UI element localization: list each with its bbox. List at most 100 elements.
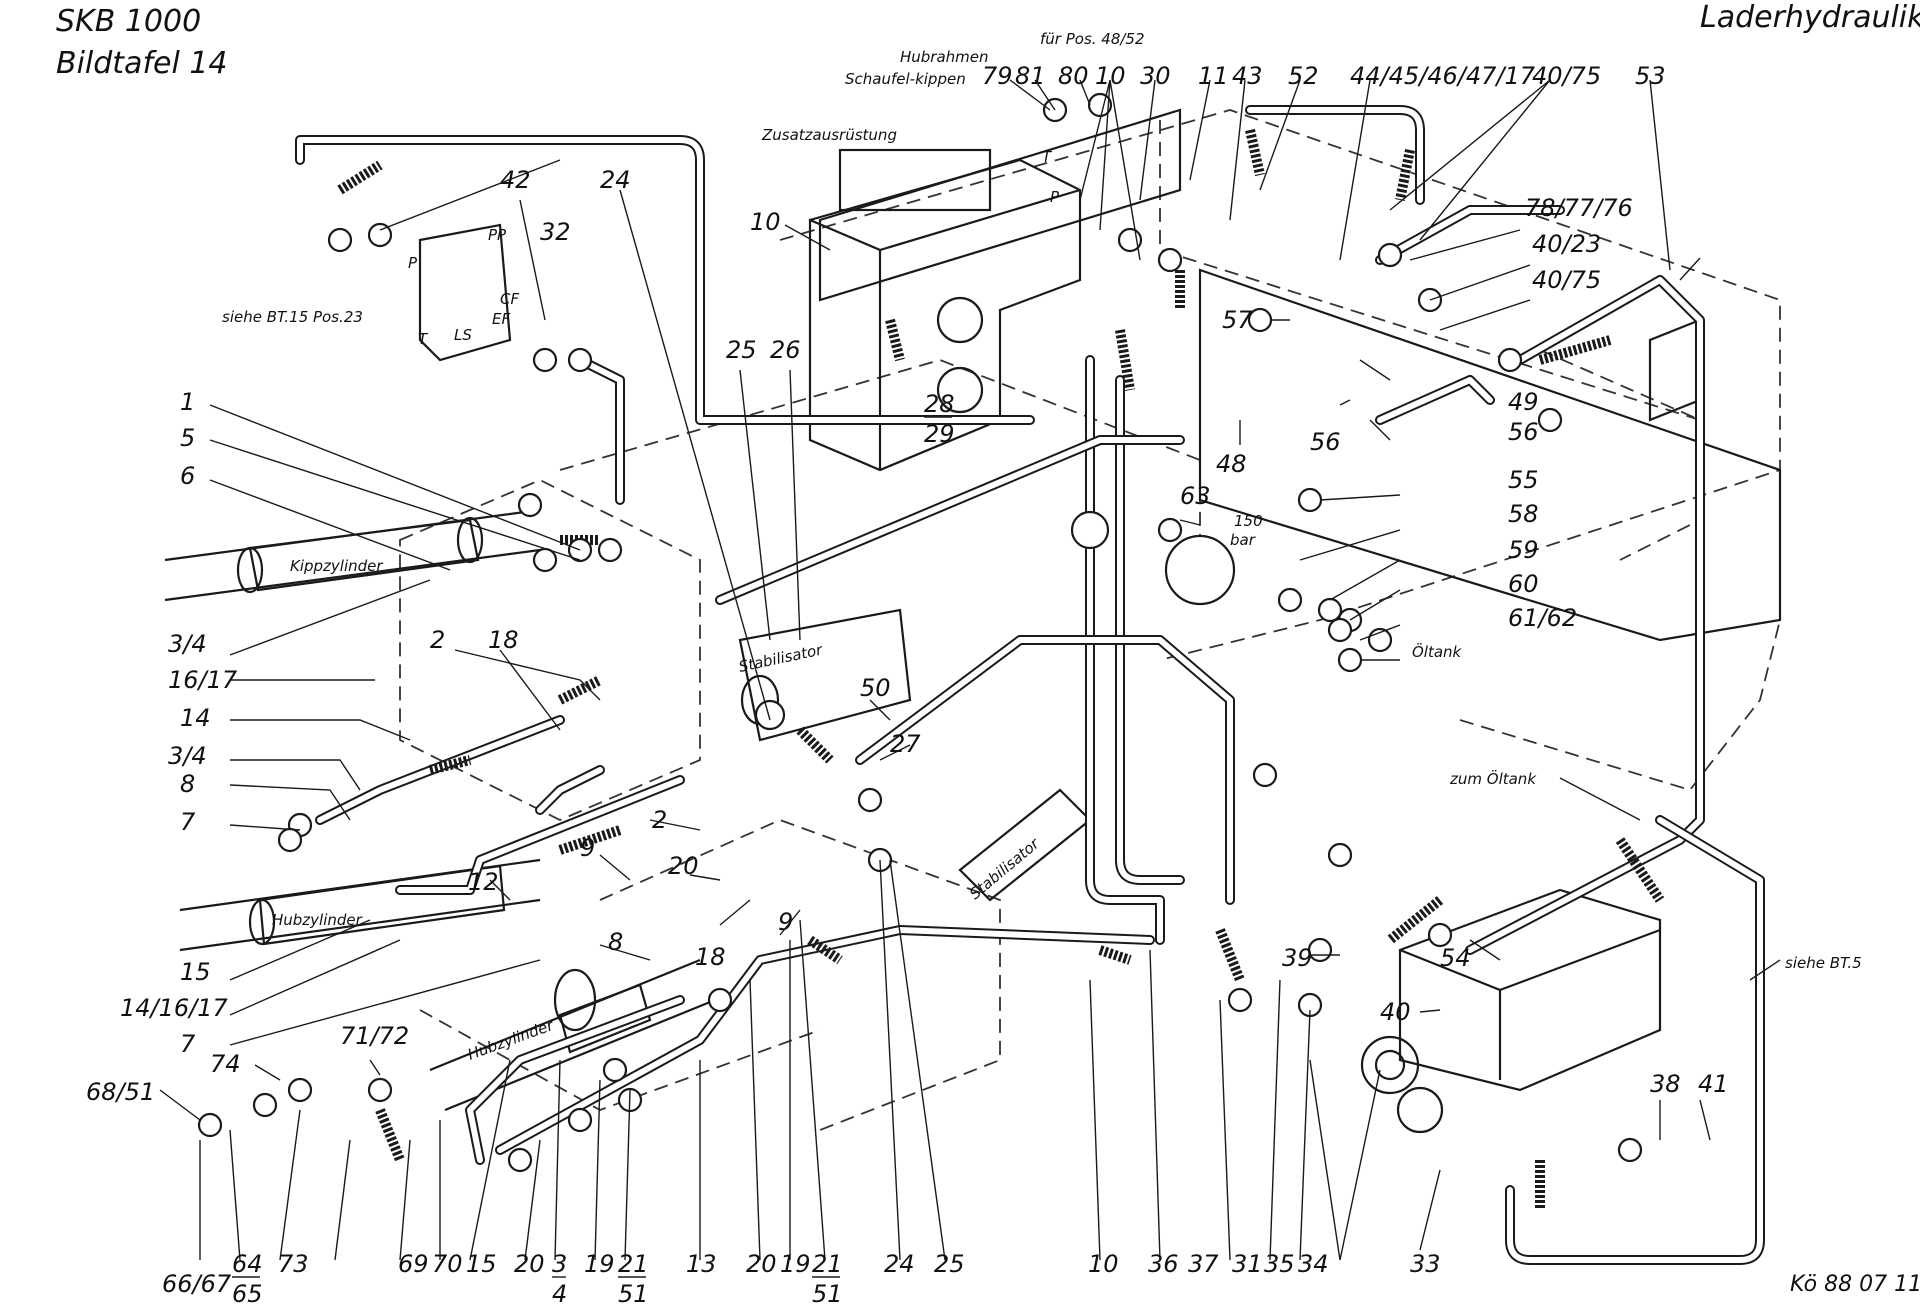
callout-58: 58	[1508, 500, 1539, 528]
callout-3-4-b: 3/4	[168, 742, 207, 770]
callout-40-b: 40	[1380, 998, 1411, 1026]
callout-36: 36	[1148, 1250, 1179, 1278]
callout-28: 28	[924, 390, 955, 418]
valve-port-p: P	[1050, 188, 1060, 206]
callout-53: 53	[1635, 62, 1666, 90]
drawing-reference: Kö 88 07 11	[1790, 1272, 1920, 1297]
auxiliary-valve: P PP CF EF T LS	[408, 223, 519, 362]
fittings	[197, 92, 1643, 1173]
callout-21-b: 21	[812, 1250, 843, 1278]
stabilisator-center-label: Stabilisator	[737, 640, 825, 675]
pipe-lines	[295, 105, 1765, 1265]
schaufel-kippen-label: Schaufel-kippen	[845, 70, 966, 88]
callout-numbers: 79 81 80 10 30 11 43 52 44/45/46/47/17 4…	[86, 62, 1729, 1106]
callout-41: 41	[1698, 1070, 1729, 1098]
callout-20-c: 20	[746, 1250, 777, 1278]
callout-51-a: 51	[618, 1280, 649, 1308]
callout-20-a: 20	[668, 852, 699, 880]
callout-43: 43	[1232, 62, 1263, 90]
callout-2-a: 2	[430, 626, 445, 654]
callout-10-top: 10	[1095, 62, 1126, 90]
aux-port-ef: EF	[492, 310, 510, 328]
callout-57: 57	[1222, 306, 1253, 334]
callout-69: 69	[398, 1250, 429, 1278]
callout-44-45-46-47-17: 44/45/46/47/17	[1350, 62, 1536, 90]
callout-59: 59	[1508, 536, 1539, 564]
callout-52: 52	[1288, 62, 1319, 90]
callout-40-75-mid: 40/75	[1532, 266, 1601, 294]
callout-56-b: 56	[1508, 418, 1539, 446]
callout-16-17: 16/17	[168, 666, 238, 694]
callout-7-a: 7	[180, 808, 196, 836]
oeltank-label: Öltank	[1412, 642, 1463, 661]
callout-70: 70	[432, 1250, 463, 1278]
callout-13: 13	[686, 1250, 717, 1278]
callout-50: 50	[860, 674, 891, 702]
callout-8-a: 8	[180, 770, 195, 798]
callout-60: 60	[1508, 570, 1539, 598]
callout-20-b: 20	[514, 1250, 545, 1278]
stabilisator-right-label: Stabilisator	[966, 834, 1043, 903]
callout-42: 42	[500, 166, 531, 194]
pressure-value: 150	[1234, 512, 1263, 530]
pressure-unit: bar	[1230, 531, 1256, 549]
model-title: SKB 1000	[56, 4, 202, 39]
callout-68-51: 68/51	[86, 1078, 155, 1106]
callout-64: 64	[232, 1250, 263, 1278]
callout-25-top: 25	[726, 336, 757, 364]
callout-14-16-17: 14/16/17	[120, 994, 229, 1022]
callout-65: 65	[232, 1280, 263, 1308]
callout-14: 14	[180, 704, 211, 732]
callout-15-b: 15	[466, 1250, 497, 1278]
callout-6: 6	[180, 462, 195, 490]
hydraulic-pump	[1360, 888, 1662, 1095]
callout-29: 29	[924, 420, 955, 448]
callout-81: 81	[1015, 62, 1046, 90]
hubrahmen-label: Hubrahmen	[900, 48, 989, 66]
callout-49: 49	[1508, 388, 1539, 416]
fuer-pos-label: für Pos. 48/52	[1040, 30, 1145, 48]
plate-title: Bildtafel 14	[56, 46, 228, 81]
callout-30: 30	[1140, 62, 1171, 90]
aux-port-p: P	[408, 254, 418, 272]
callout-32: 32	[540, 218, 571, 246]
callout-37: 37	[1188, 1250, 1219, 1278]
aux-port-pp: PP	[488, 226, 507, 244]
callout-24-top: 24	[600, 166, 631, 194]
bottom-callouts: 66/67 64 65 73 69 70 15 20 3 4 19 21 51 …	[162, 1250, 1441, 1308]
callout-8-b: 8	[608, 928, 623, 956]
callout-38: 38	[1650, 1070, 1681, 1098]
callout-34: 34	[1298, 1250, 1329, 1278]
callout-10-left: 10	[750, 208, 781, 236]
leader-lines	[159, 79, 1781, 1261]
callout-26: 26	[770, 336, 801, 364]
hoses	[337, 128, 1665, 1210]
callout-79: 79	[982, 62, 1013, 90]
callout-5: 5	[180, 424, 195, 452]
callout-3-b: 3	[552, 1250, 567, 1278]
callout-25-b: 25	[934, 1250, 965, 1278]
callout-71-72: 71/72	[340, 1022, 409, 1050]
callout-56-a: 56	[1310, 428, 1341, 456]
callout-63: 63	[1180, 482, 1211, 510]
valve-port-t: T	[1042, 148, 1053, 166]
callout-27: 27	[890, 730, 921, 758]
callout-39: 39	[1282, 944, 1313, 972]
callout-2-b: 2	[652, 806, 667, 834]
hubzylinder-left-label: Hubzylinder	[272, 911, 363, 929]
callout-31: 31	[1232, 1250, 1263, 1278]
callout-21-a: 21	[618, 1250, 649, 1278]
callout-78-77-76: 78/77/76	[1525, 194, 1633, 222]
callout-74: 74	[210, 1050, 241, 1078]
siehe-bt5-label: siehe BT.5	[1785, 954, 1862, 972]
callout-35: 35	[1264, 1250, 1295, 1278]
callout-40-23: 40/23	[1532, 230, 1601, 258]
callout-51-b: 51	[812, 1280, 843, 1308]
aux-port-ls: LS	[454, 326, 472, 344]
callout-1: 1	[180, 388, 195, 416]
callout-18-a: 18	[488, 626, 519, 654]
aux-port-t: T	[418, 330, 429, 348]
callout-18-b: 18	[695, 943, 726, 971]
callout-12: 12	[468, 868, 499, 896]
